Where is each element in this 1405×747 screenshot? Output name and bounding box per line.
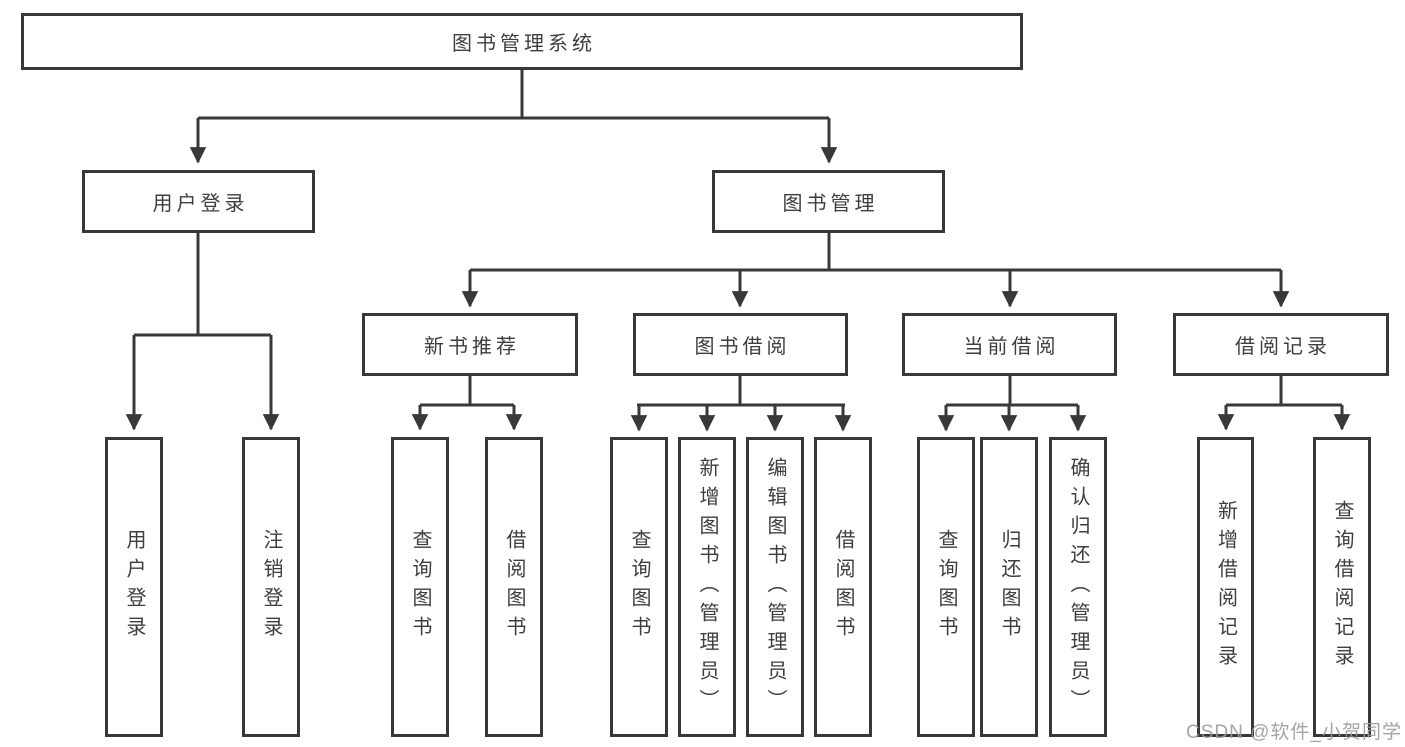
node-leaf-query-borrow-record: 查询借阅记录 bbox=[1313, 437, 1371, 737]
node-leaf-edit-books-admin: 编辑图书（管理员） bbox=[746, 437, 804, 737]
node-borrowing-records: 借阅记录 bbox=[1173, 313, 1389, 376]
node-leaf-return-books: 归还图书 bbox=[980, 437, 1038, 737]
node-leaf-query-books-3: 查询图书 bbox=[917, 437, 975, 737]
node-leaf-confirm-return-admin: 确认归还（管理员） bbox=[1049, 437, 1107, 737]
node-leaf-add-borrow-record: 新增借阅记录 bbox=[1197, 437, 1254, 737]
watermark: CSDN @软件_小贺同学 bbox=[1186, 722, 1402, 743]
node-leaf-user-login: 用户登录 bbox=[105, 437, 163, 737]
node-user-login: 用户登录 bbox=[82, 170, 315, 233]
node-current-borrowing: 当前借阅 bbox=[902, 313, 1117, 376]
node-root-system: 图书管理系统 bbox=[21, 13, 1023, 70]
node-leaf-query-books-1: 查询图书 bbox=[391, 437, 449, 737]
node-leaf-query-books-2: 查询图书 bbox=[610, 437, 668, 737]
node-leaf-borrow-books-2: 借阅图书 bbox=[814, 437, 872, 737]
node-leaf-add-books-admin: 新增图书（管理员） bbox=[678, 437, 736, 737]
node-new-book-recommend: 新书推荐 bbox=[362, 313, 578, 376]
node-leaf-borrow-books-1: 借阅图书 bbox=[485, 437, 543, 737]
node-book-borrowing: 图书借阅 bbox=[633, 313, 848, 376]
node-leaf-logout: 注销登录 bbox=[242, 437, 300, 737]
node-book-management: 图书管理 bbox=[712, 170, 945, 233]
